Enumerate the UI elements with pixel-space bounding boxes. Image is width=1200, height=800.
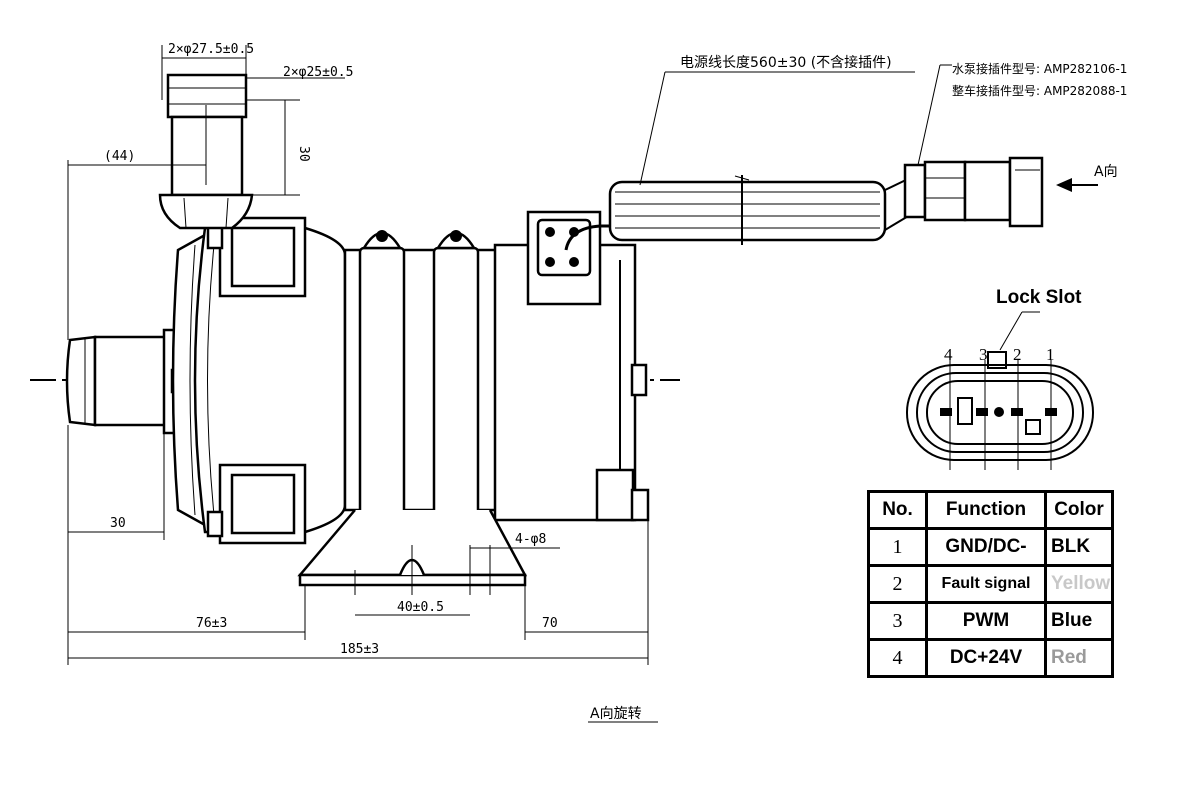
column-header-no: No.: [867, 490, 928, 530]
pin-number: 1: [1046, 345, 1055, 364]
pin-color: Yellow: [1044, 564, 1114, 604]
outlet-height-label: 30: [296, 146, 311, 162]
table-row: 2 Fault signal Yellow: [867, 564, 1114, 604]
inlet-length-label: 30: [110, 516, 126, 531]
inlet-pipe: [65, 328, 184, 435]
view-arrow-label: A向: [1094, 164, 1118, 180]
pin-color: Blue: [1044, 601, 1114, 641]
mounting-bracket: [297, 509, 528, 595]
lock-slot-label: Lock Slot: [996, 287, 1082, 308]
pin-color: BLK: [1044, 527, 1114, 567]
pump-connector-note: 水泵接插件型号: AMP282106-1: [952, 61, 1127, 76]
connector-face: Lock Slot 4 3 2 1: [906, 287, 1094, 470]
overall-length-label: 185±3: [340, 642, 379, 657]
pin-no: 2: [867, 564, 928, 604]
pin-number: 4: [944, 345, 953, 364]
column-header-color: Color: [1044, 490, 1114, 530]
foot-spacing-label: 40±0.5: [397, 600, 444, 615]
pin-assignment-table: No. Function Color 1 GND/DC- BLK 2 Fault…: [867, 490, 1114, 678]
bracket-tail-label: 70: [542, 616, 558, 631]
pin-number: 3: [979, 345, 988, 364]
bracket-offset-label: 76±3: [196, 616, 227, 631]
pin-function: GND/DC-: [925, 527, 1047, 567]
pin-function: DC+24V: [925, 638, 1047, 678]
pin-function: Fault signal: [925, 564, 1047, 604]
outlet-dia-label: 2×φ27.5±0.5: [168, 42, 254, 57]
table-row: 3 PWM Blue: [867, 601, 1114, 641]
pump-volute: [171, 216, 347, 545]
pin-no: 1: [867, 527, 928, 567]
dimension-lines: [67, 45, 952, 723]
foot-holes-label: 4-φ8: [515, 532, 546, 547]
table-row: 4 DC+24V Red: [867, 638, 1114, 678]
controller-box: [526, 210, 615, 306]
pin-function: PWM: [925, 601, 1047, 641]
pin-no: 4: [867, 638, 928, 678]
table-row: 1 GND/DC- BLK: [867, 527, 1114, 567]
table-header-row: No. Function Color: [867, 490, 1114, 530]
outlet-pipe: [158, 73, 254, 230]
motor-body: [343, 230, 650, 528]
pin-number: 2: [1013, 345, 1022, 364]
inlet-dia-label: 2×φ25±0.5: [283, 65, 353, 80]
outlet-offset-label: (44): [104, 149, 135, 164]
cable-harness: [608, 156, 1044, 245]
pin-no: 3: [867, 601, 928, 641]
view-arrow: [1056, 178, 1098, 192]
rotation-note: A向旋转: [590, 706, 642, 722]
cable-length-note: 电源线长度560±30 (不含接插件): [680, 54, 892, 71]
vehicle-connector-note: 整车接插件型号: AMP282088-1: [952, 83, 1127, 98]
column-header-function: Function: [925, 490, 1047, 530]
pin-color: Red: [1044, 638, 1114, 678]
